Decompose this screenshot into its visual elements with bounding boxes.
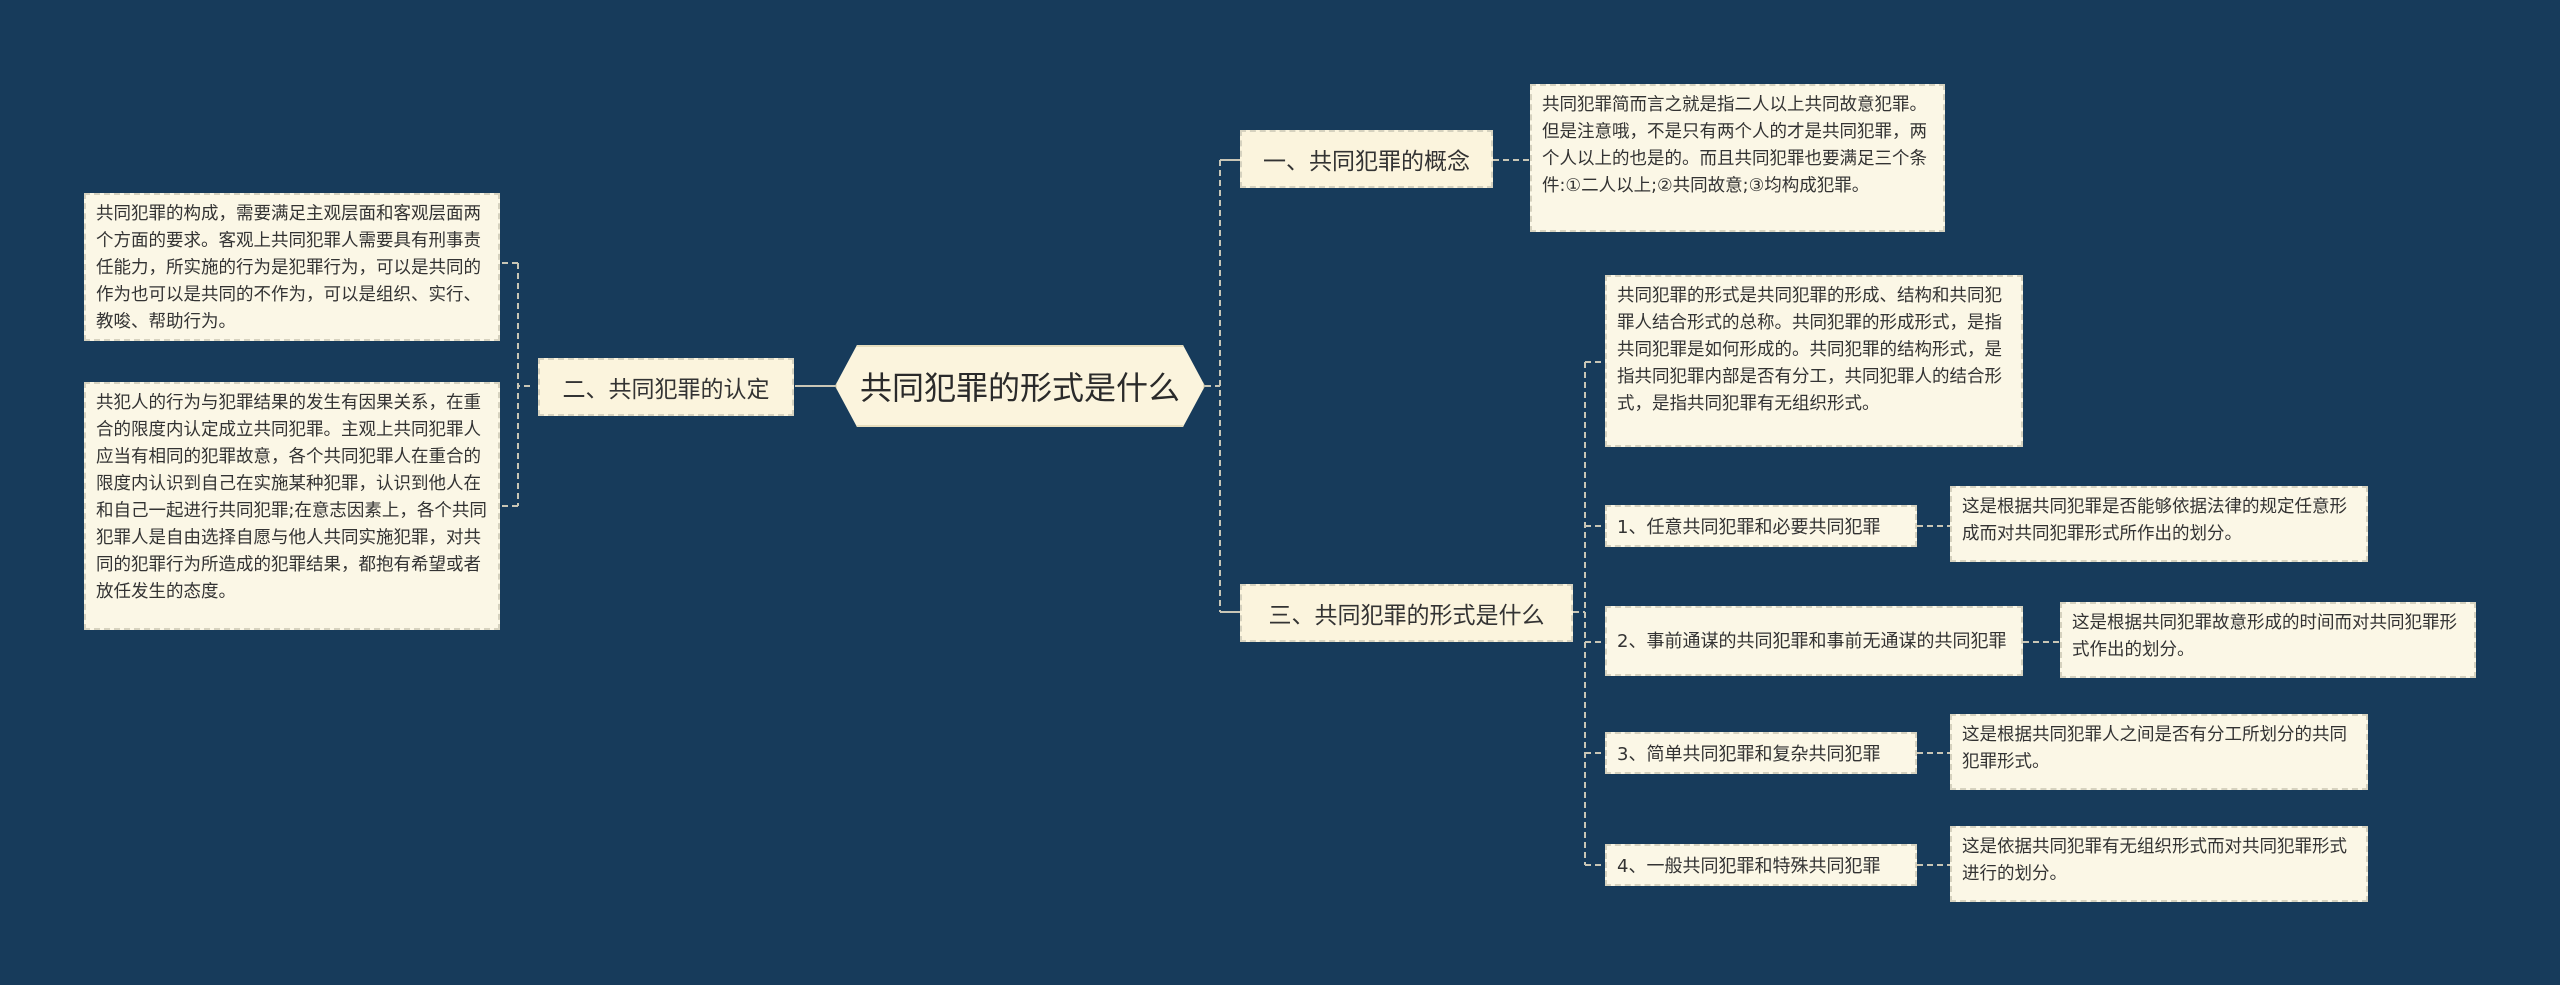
form-item-1[interactable]: 1、任意共同犯罪和必要共同犯罪 [1605,505,1917,547]
branch-recognition[interactable]: 二、共同犯罪的认定 [538,358,794,416]
recognition-text-1: 共同犯罪的构成，需要满足主观层面和客观层面两个方面的要求。客观上共同犯罪人需要具… [84,193,500,341]
form-desc-1: 这是根据共同犯罪是否能够依据法律的规定任意形成而对共同犯罪形式所作出的划分。 [1950,486,2368,562]
form-desc-4: 这是依据共同犯罪有无组织形式而对共同犯罪形式进行的划分。 [1950,826,2368,902]
form-item-4[interactable]: 4、一般共同犯罪和特殊共同犯罪 [1605,844,1917,886]
branch-forms[interactable]: 三、共同犯罪的形式是什么 [1240,584,1573,642]
form-desc-2: 这是根据共同犯罪故意形成的时间而对共同犯罪形式作出的划分。 [2060,602,2476,678]
branch-concept[interactable]: 一、共同犯罪的概念 [1240,130,1493,188]
form-item-2[interactable]: 2、事前通谋的共同犯罪和事前无通谋的共同犯罪 [1605,606,2023,676]
forms-intro-text: 共同犯罪的形式是共同犯罪的形成、结构和共同犯罪人结合形式的总称。共同犯罪的形成形… [1605,275,2023,447]
recognition-text-2: 共犯人的行为与犯罪结果的发生有因果关系，在重合的限度内认定成立共同犯罪。主观上共… [84,382,500,630]
concept-text: 共同犯罪简而言之就是指二人以上共同故意犯罪。但是注意哦，不是只有两个人的才是共同… [1530,84,1945,232]
form-item-3[interactable]: 3、简单共同犯罪和复杂共同犯罪 [1605,732,1917,774]
root-node[interactable]: 共同犯罪的形式是什么 [835,345,1205,427]
form-desc-3: 这是根据共同犯罪人之间是否有分工所划分的共同犯罪形式。 [1950,714,2368,790]
